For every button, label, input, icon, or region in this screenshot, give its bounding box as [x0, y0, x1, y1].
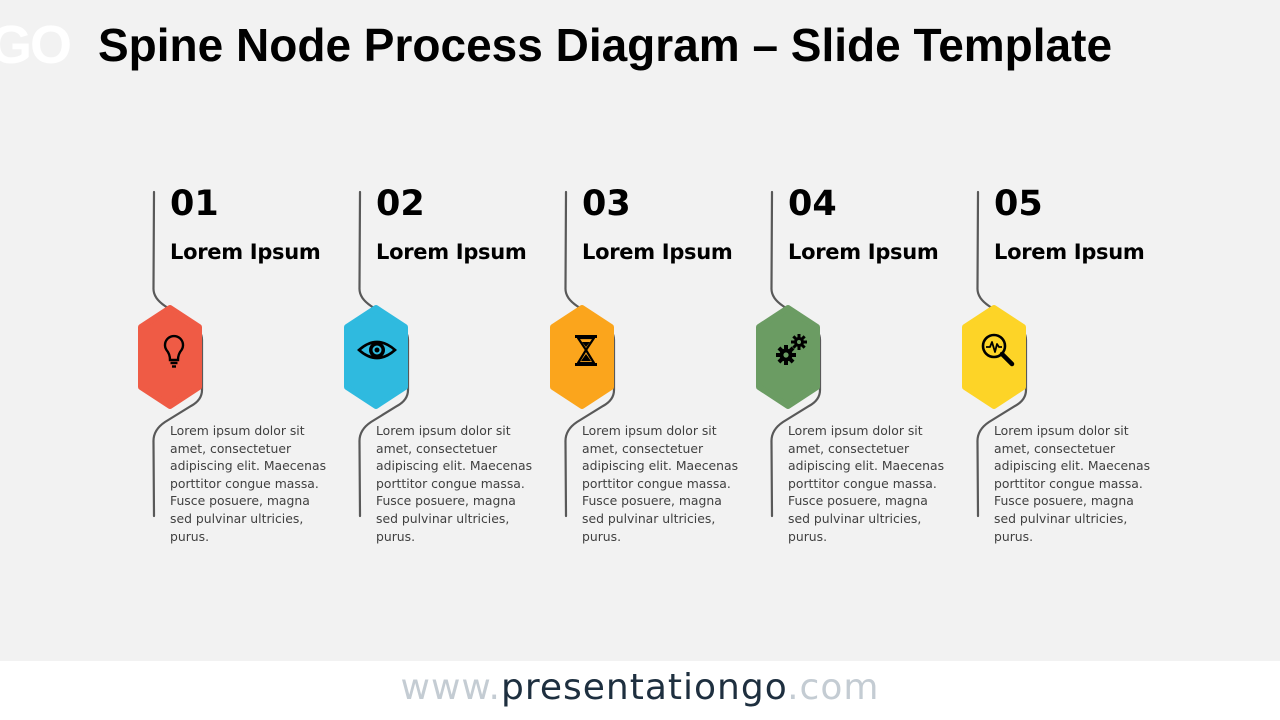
step-1: 01 Lorem Ipsum Lorem ipsum dolor sit ame… — [138, 180, 338, 560]
url-brand: presentationgo — [501, 667, 788, 708]
hourglass-icon — [575, 335, 597, 366]
step-2: 02 Lorem Ipsum Lorem ipsum dolor sit ame… — [344, 180, 544, 560]
step-number: 03 — [582, 184, 631, 224]
step-description: Lorem ipsum dolor sit amet, consectetuer… — [788, 423, 945, 544]
step-description: Lorem ipsum dolor sit amet, consectetuer… — [170, 423, 327, 544]
step-number: 04 — [788, 184, 837, 224]
url-prefix: www. — [400, 667, 501, 708]
logo-fragment: GO — [0, 14, 70, 74]
process-diagram: 01 Lorem Ipsum Lorem ipsum dolor sit ame… — [138, 180, 1162, 560]
eye-icon — [357, 340, 397, 360]
step-5: 05 Lorem Ipsum Lorem ipsum dolor sit ame… — [962, 180, 1162, 560]
step-3: 03 Lorem Ipsum Lorem ipsum dolor sit ame… — [550, 180, 750, 560]
website-url[interactable]: www.presentationgo.com — [401, 667, 880, 708]
step-description: Lorem ipsum dolor sit amet, consectetuer… — [376, 423, 533, 544]
step-heading: Lorem Ipsum — [582, 240, 733, 264]
step-heading: Lorem Ipsum — [994, 240, 1145, 264]
step-number: 01 — [170, 184, 219, 224]
url-suffix: .com — [787, 667, 880, 708]
page-title: Spine Node Process Diagram – Slide Templ… — [98, 19, 1113, 71]
step-description: Lorem ipsum dolor sit amet, consectetuer… — [994, 423, 1151, 544]
step-number: 05 — [994, 184, 1043, 224]
step-4: 04 Lorem Ipsum Lorem ipsum dolor sit ame… — [756, 180, 956, 560]
gears-icon — [776, 334, 807, 365]
logo-text: GO — [0, 15, 70, 74]
lightbulb-icon — [163, 334, 185, 368]
step-description: Lorem ipsum dolor sit amet, consectetuer… — [582, 423, 739, 544]
footer-banner: www.presentationgo.com — [0, 661, 1280, 720]
step-number: 02 — [376, 184, 425, 224]
analysis-magnifier-icon — [981, 333, 1015, 367]
step-heading: Lorem Ipsum — [788, 240, 939, 264]
step-heading: Lorem Ipsum — [170, 240, 321, 264]
step-heading: Lorem Ipsum — [376, 240, 527, 264]
